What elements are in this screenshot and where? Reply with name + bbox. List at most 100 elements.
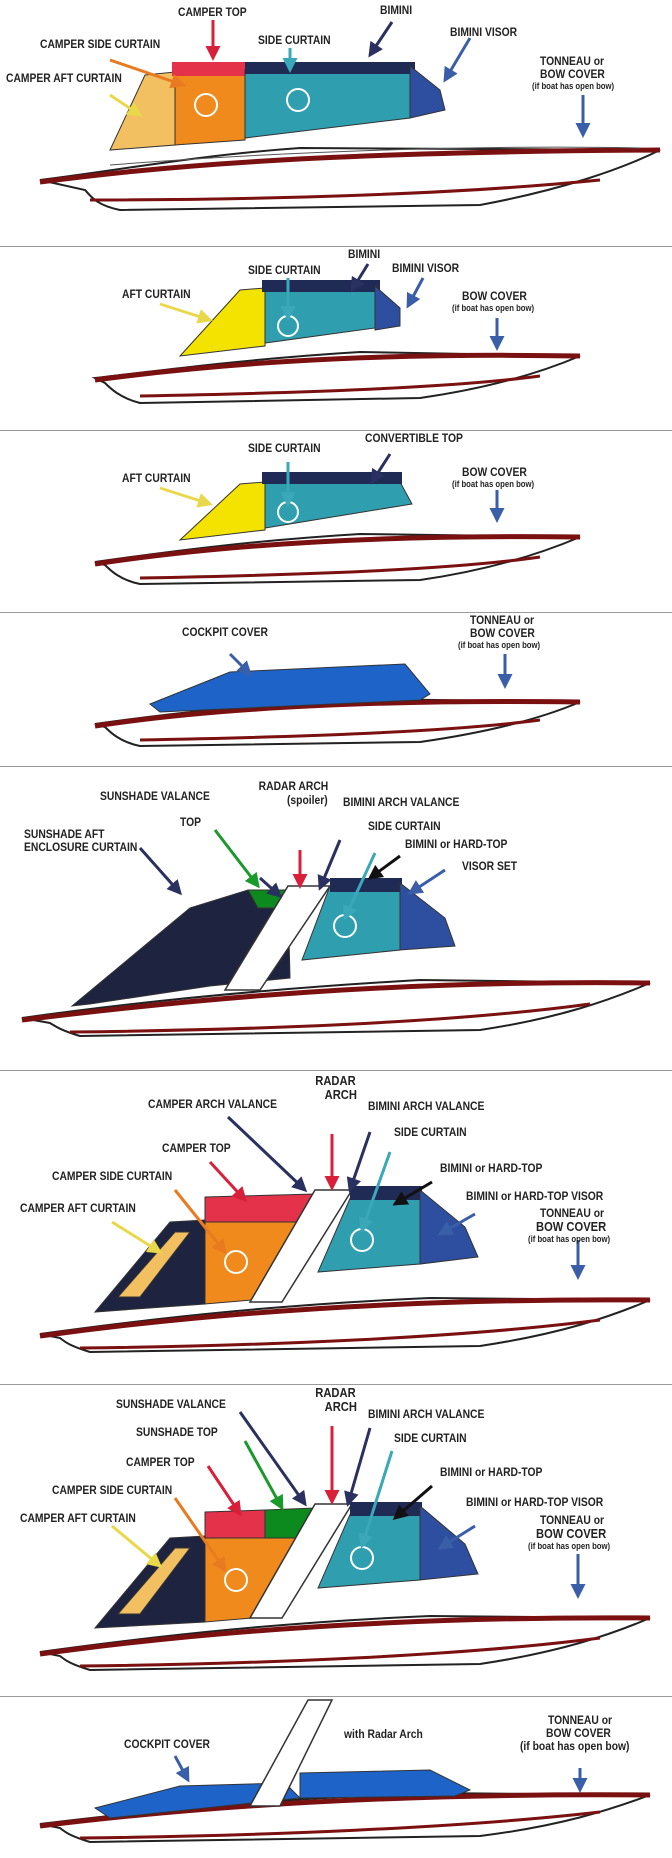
side-curtain-panel: [244, 69, 411, 139]
bimini-hardtop-panel: [330, 878, 402, 892]
label-bimini: BIMINI: [380, 3, 413, 17]
boat-illustration: [21, 829, 651, 1038]
boat-illustration: [39, 20, 661, 212]
cockpit-cover-panel-fwd: [299, 1769, 472, 1799]
label-sunshade-top: SUNSHADE TOP: [136, 1425, 218, 1439]
diagram-panel-cockpit-cover-radar-arch: with Radar Arch COCKPIT COVER TONNEAU or…: [0, 1698, 672, 1858]
boat-illustration: [39, 1115, 651, 1354]
label-camper-side-curtain: CAMPER SIDE CURTAIN: [40, 37, 161, 51]
diagram-panel-cockpit-cover: COCKPIT COVER TONNEAU or BOW COVER (if b…: [0, 614, 672, 764]
label-side-curtain: SIDE CURTAIN: [394, 1431, 467, 1445]
label-radar: RADAR: [315, 1073, 356, 1088]
label-camper-aft-curtain: CAMPER AFT CURTAIN: [20, 1201, 136, 1215]
label-bow-cover: BOW COVER: [462, 289, 527, 303]
label-arch: ARCH: [324, 1087, 357, 1102]
diagram-panel-convertible-top: SIDE CURTAIN CONVERTIBLE TOP AFT CURTAIN…: [0, 432, 672, 610]
label-tonneau: TONNEAU or: [548, 1713, 613, 1727]
label-camper-side-curtain: CAMPER SIDE CURTAIN: [52, 1483, 173, 1497]
boat-illustration: [91, 263, 581, 405]
bimini-panel: [245, 62, 415, 74]
label-bow-cover: BOW COVER: [546, 1726, 611, 1740]
label-camper-top: CAMPER TOP: [126, 1455, 195, 1469]
diagram-panel-bimini-aft: BIMINI SIDE CURTAIN BIMINI VISOR AFT CUR…: [0, 248, 672, 428]
label-side-curtain: SIDE CURTAIN: [258, 33, 331, 47]
diagram-panel-sunshade-radar-arch: SUNSHADE VALANCE RADAR ARCH (spoiler) BI…: [0, 768, 672, 1068]
panel-divider: [0, 246, 672, 247]
label-bimini-arch-valance: BIMINI ARCH VALANCE: [343, 795, 460, 809]
label-open-bow-note: (if boat has open bow): [452, 303, 535, 313]
label-bimini-arch-valance: BIMINI ARCH VALANCE: [368, 1407, 485, 1421]
label-spoiler: (spoiler): [287, 793, 328, 807]
label-open-bow-note: (if boat has open bow): [458, 640, 541, 650]
label-radar-arch: RADAR ARCH: [258, 779, 329, 793]
label-camper-side-curtain: CAMPER SIDE CURTAIN: [52, 1169, 173, 1183]
boat-illustration: [94, 652, 581, 748]
label-cockpit-cover: COCKPIT COVER: [182, 625, 269, 639]
diagram-panel-camper-sunshade-radar-arch: RADAR ARCH SUNSHADE VALANCE BIMINI ARCH …: [0, 1386, 672, 1694]
label-cockpit-cover: COCKPIT COVER: [124, 1737, 211, 1751]
label-sunshade-aft: SUNSHADE AFT: [24, 827, 105, 841]
label-bimini-arch-valance: BIMINI ARCH VALANCE: [368, 1099, 485, 1113]
label-bimini-hardtop: BIMINI or HARD-TOP: [440, 1161, 543, 1175]
label-bimini-hardtop-visor: BIMINI or HARD-TOP VISOR: [466, 1189, 604, 1203]
panel-divider: [0, 430, 672, 431]
label-bimini-hardtop: BIMINI or HARD-TOP: [440, 1465, 543, 1479]
panel-divider: [0, 1070, 672, 1071]
aft-curtain-panel: [178, 287, 266, 357]
label-side-curtain: SIDE CURTAIN: [248, 441, 321, 455]
hull-stripe: [21, 980, 651, 1023]
cockpit-cover-panel: [149, 663, 431, 713]
bimini-visor-panel: [409, 64, 446, 119]
label-bow-cover: BOW COVER: [536, 1219, 607, 1234]
camper-side-curtain-panel: [174, 71, 246, 146]
boat-illustration: [39, 1411, 651, 1672]
hull-stripe: [39, 147, 661, 185]
hull-stripe: [94, 534, 581, 567]
label-open-bow-note: (if boat has open bow): [532, 81, 615, 91]
label-bimini-visor: BIMINI VISOR: [392, 261, 460, 275]
label-side-curtain: SIDE CURTAIN: [248, 263, 321, 277]
label-bow-cover: BOW COVER: [470, 626, 535, 640]
label-camper-top: CAMPER TOP: [162, 1141, 231, 1155]
hull-stripe: [94, 352, 581, 383]
diagram-panel-camper-enclosure: CAMPER TOP BIMINI CAMPER SIDE CURTAIN SI…: [0, 0, 672, 245]
radar-arch-panel: [248, 1189, 354, 1303]
hull-stripe: [39, 1297, 651, 1339]
label-tonneau: TONNEAU or: [540, 54, 605, 68]
hull: [94, 532, 581, 586]
label-camper-top: CAMPER TOP: [178, 5, 247, 19]
camper-top-panel: [204, 1509, 266, 1539]
label-open-bow-note: (if boat has open bow): [520, 1739, 630, 1753]
label-enclosure-curtain: ENCLOSURE CURTAIN: [24, 840, 138, 854]
convertible-top-panel: [262, 472, 402, 484]
label-camper-aft-curtain: CAMPER AFT CURTAIN: [20, 1511, 136, 1525]
hull-stripe: [94, 699, 581, 729]
label-bimini: BIMINI: [348, 248, 381, 261]
cockpit-cover-panel: [93, 1782, 302, 1819]
radar-arch-panel: [248, 1503, 354, 1619]
bimini-panel: [262, 280, 380, 292]
label-tonneau: TONNEAU or: [540, 1513, 605, 1527]
label-bow-cover: BOW COVER: [536, 1526, 607, 1541]
label-tonneau: TONNEAU or: [540, 1206, 605, 1220]
bimini-visor-panel: [374, 284, 401, 331]
label-arch: ARCH: [324, 1399, 357, 1414]
label-open-bow-note: (if boat has open bow): [452, 479, 535, 489]
label-camper-aft-curtain: CAMPER AFT CURTAIN: [6, 71, 122, 85]
label-top: TOP: [180, 815, 202, 829]
radar-arch-panel: [223, 885, 332, 991]
panel-divider: [0, 1696, 672, 1697]
boat-illustration: [39, 1699, 651, 1844]
label-camper-arch-valance: CAMPER ARCH VALANCE: [148, 1097, 277, 1111]
panel-divider: [0, 612, 672, 613]
label-convertible-top: CONVERTIBLE TOP: [365, 432, 463, 445]
label-bimini-hardtop-visor: BIMINI or HARD-TOP VISOR: [466, 1495, 604, 1509]
label-visor-set: VISOR SET: [462, 859, 518, 873]
aft-curtain-panel: [178, 481, 266, 541]
label-bow-cover: BOW COVER: [462, 465, 527, 479]
label-sunshade-valance: SUNSHADE VALANCE: [100, 789, 210, 803]
radar-arch-panel: [248, 1699, 334, 1807]
label-open-bow-note: (if boat has open bow): [528, 1541, 611, 1551]
label-bow-cover: BOW COVER: [540, 67, 605, 81]
panel-divider: [0, 766, 672, 767]
